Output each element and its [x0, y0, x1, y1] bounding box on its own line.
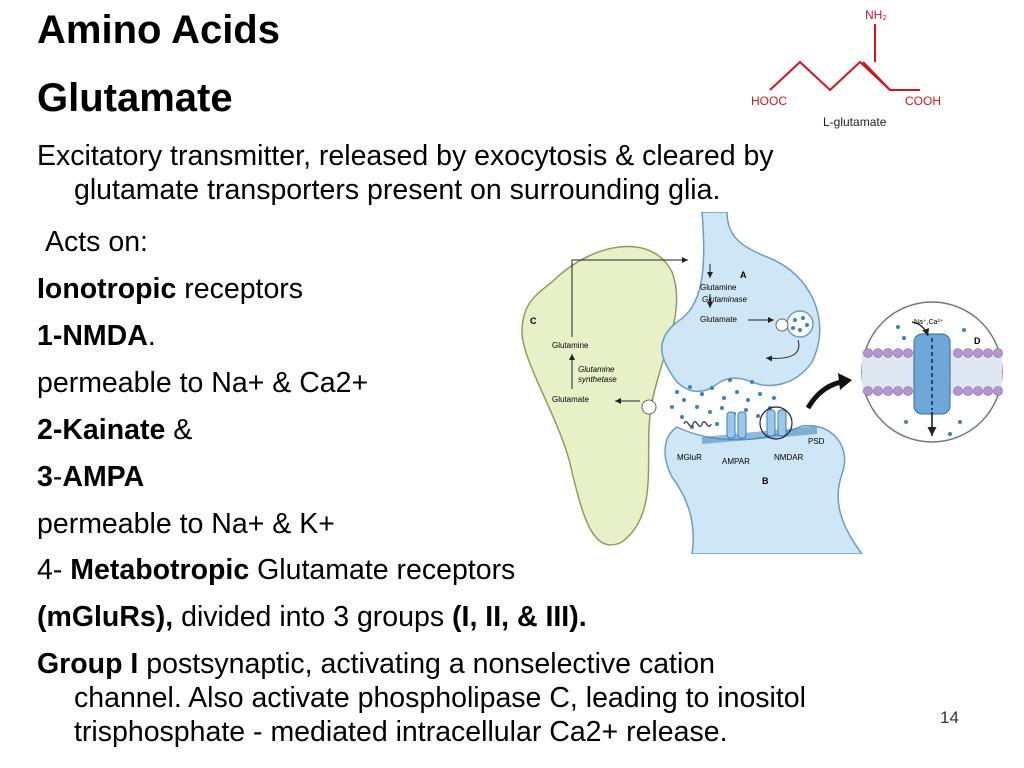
inset-ion-dots	[896, 325, 966, 436]
vesicle-glutamate-dots	[791, 316, 809, 332]
mglur-label: MGluR	[677, 453, 702, 462]
presynaptic-terminal	[661, 212, 821, 393]
receptor-inset: Na⁺,Ca²⁺ D	[861, 301, 1003, 443]
lipid-head	[893, 348, 903, 358]
ion-entry-arrow	[911, 321, 930, 337]
mglurs-line: (mGluRs), divided into 3 groups (I, II, …	[37, 600, 587, 634]
ionotropic-label: Ionotropic	[37, 273, 177, 305]
glutamate-top-label: Glutamate	[700, 315, 737, 324]
glutamate-glia-label: Glutamate	[552, 395, 589, 404]
ampar-label: AMPAR	[722, 457, 750, 466]
lipid-head	[983, 348, 993, 358]
slide-subtitle: Glutamate	[37, 76, 233, 120]
ionotropic-text: receptors	[176, 273, 304, 305]
lipid-head	[873, 348, 883, 358]
glutamine-synthetase-label-2: synthetase	[578, 375, 617, 384]
glutamate-cycle-arrows	[569, 257, 800, 404]
label-d: D	[974, 336, 981, 346]
kainate-line: 2-Kainate &	[37, 413, 192, 447]
lipid-head	[983, 386, 993, 396]
intro-line-2: glutamate transporters present on surrou…	[74, 174, 721, 206]
lipid-head	[963, 348, 973, 358]
ampa-number: 3	[37, 461, 53, 493]
glutamine-glia-label: Glutamine	[552, 341, 589, 350]
zoom-arrow	[805, 379, 843, 410]
label-a: A	[740, 270, 747, 280]
nmda-line: 1-NMDA.	[37, 319, 156, 353]
glial-cell	[521, 245, 678, 546]
metabotropic-prefix: 4-	[37, 554, 71, 586]
cleft-glutamate-dots	[670, 378, 776, 429]
label-c: C	[530, 316, 537, 326]
intro-line-1: Excitatory transmitter, released by exoc…	[37, 140, 774, 172]
mglur-receptor	[683, 421, 712, 427]
lipid-head	[883, 386, 893, 396]
ion-label: Na⁺,Ca²⁺	[914, 319, 944, 326]
postsynaptic-density	[702, 426, 817, 444]
lipid-head	[993, 348, 1003, 358]
lipid-head	[883, 348, 893, 358]
glutamate-transporter-neuron	[775, 318, 789, 332]
intro-paragraph: Excitatory transmitter, released by exoc…	[37, 139, 997, 207]
label-b: B	[762, 476, 769, 486]
lipid-head	[963, 386, 973, 396]
cooh-label: COOH	[905, 94, 941, 108]
lipid-head	[973, 348, 983, 358]
zoom-arrowhead	[838, 373, 852, 390]
ampa-label: AMPA	[62, 461, 145, 493]
lipid-head	[993, 386, 1003, 396]
ampa-dash: -	[52, 461, 63, 493]
lipid-head	[903, 386, 913, 396]
glutaminase-label: Glutaminase	[702, 295, 747, 304]
mglurs-groups: (I, II, & III).	[452, 601, 587, 633]
lipid-head	[953, 348, 963, 358]
glutamate-skeleton	[769, 24, 920, 92]
acts-on-text: Acts on:	[45, 226, 148, 258]
metabotropic-label: Metabotropic	[70, 554, 250, 586]
nmdar-receptor	[759, 406, 793, 440]
nmdar-label: NMDAR	[774, 453, 804, 462]
ampar-receptor	[726, 411, 747, 439]
glutamate-structure: NH₂ HOOC COOH L-glutamate	[751, 8, 941, 129]
slide-title: Amino Acids	[37, 8, 280, 52]
lipid-head	[953, 386, 963, 396]
lipid-head	[893, 386, 903, 396]
nmda-label: 1-NMDA	[37, 320, 148, 352]
lipid-head	[873, 386, 883, 396]
glutamate-synapse-diagram: C A B	[521, 212, 1003, 554]
kainate-text: &	[165, 414, 193, 446]
lipid-heads-top	[863, 348, 1003, 358]
nmda-permeability: permeable to Na+ & Ca2+	[37, 367, 369, 399]
nh2-label: NH₂	[865, 8, 887, 22]
glutamine-synthetase-label-1: Glutamine	[578, 365, 615, 374]
postsynaptic-terminal	[664, 424, 863, 554]
group1-text: postsynaptic, activating a nonselective …	[138, 648, 715, 680]
ampa-permeability: permeable to Na+ & K+	[37, 508, 335, 540]
metabotropic-text: Glutamate receptors	[249, 554, 516, 586]
lipid-head	[973, 386, 983, 396]
nmda-text: .	[147, 320, 156, 352]
hooc-label: HOOC	[751, 94, 787, 108]
group1-label: Group I	[37, 648, 139, 680]
kainate-label: 2-Kainate	[37, 414, 166, 446]
ionotropic-line: Ionotropic receptors	[37, 272, 303, 306]
synaptic-vesicle	[786, 310, 814, 338]
group1-line-1: Group I postsynaptic, activating a nonse…	[37, 647, 1007, 681]
molecule-caption: L-glutamate	[823, 115, 887, 129]
glutamate-transporter-glia	[641, 399, 657, 415]
group1-paragraph: Group I postsynaptic, activating a nonse…	[37, 647, 1007, 749]
metabotropic-line: 4- Metabotropic Glutamate receptors	[37, 553, 515, 587]
lipid-heads-bottom	[863, 386, 1003, 396]
mglurs-text: divided into 3 groups	[173, 601, 453, 633]
psd-label: PSD	[808, 437, 825, 446]
lipid-head	[903, 348, 913, 358]
group1-line-3: trisphosphate - mediated intracellular C…	[74, 716, 728, 748]
slide-number: 14	[940, 708, 959, 727]
ampa-line: 3-AMPA	[37, 460, 144, 494]
lipid-head	[863, 348, 873, 358]
mglurs-label: (mGluRs),	[37, 601, 174, 633]
glutamine-top-label: Glutamine	[700, 283, 737, 292]
lipid-head	[863, 386, 873, 396]
group1-line-2: channel. Also activate phospholipase C, …	[74, 682, 806, 714]
